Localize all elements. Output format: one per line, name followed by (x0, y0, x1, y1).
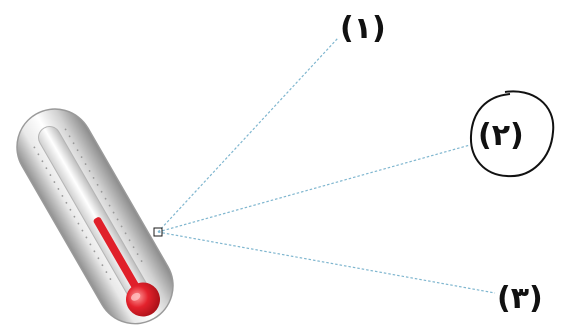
label-2: (٢) (478, 118, 524, 153)
scale-marks (33, 128, 143, 280)
convergence-marker (153, 227, 163, 237)
mercury-column (93, 217, 143, 296)
handdrawn-circle (469, 90, 555, 178)
leader-line-1 (157, 37, 339, 233)
thermometer-icon (16, 108, 174, 325)
leader-lines (157, 37, 496, 294)
label-3: (٣) (497, 281, 543, 316)
label-1: (١) (340, 11, 386, 46)
leader-line-2 (157, 144, 471, 233)
leader-line-3 (157, 231, 496, 294)
thermometer-bulb (126, 282, 160, 317)
